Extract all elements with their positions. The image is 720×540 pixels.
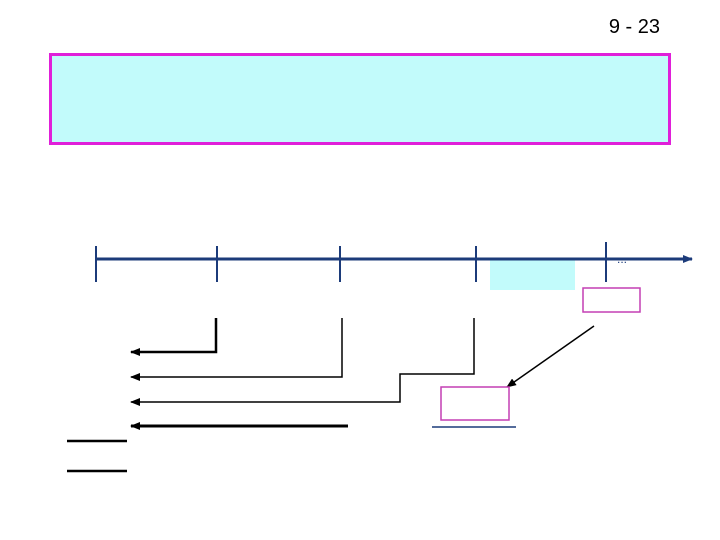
- diagonal-arrow: [506, 325, 595, 388]
- highlight-box: [490, 260, 575, 290]
- flow-arrow-3: [130, 318, 475, 406]
- label-box-lower: [440, 386, 510, 421]
- label-box-upper: [582, 287, 641, 313]
- title-box: [49, 53, 671, 145]
- flow-arrow-1: [130, 318, 218, 356]
- timeline-continuation-dots: ...: [617, 252, 627, 266]
- slide-number: 9 - 23: [608, 16, 660, 38]
- flow-arrow-2: [130, 318, 343, 381]
